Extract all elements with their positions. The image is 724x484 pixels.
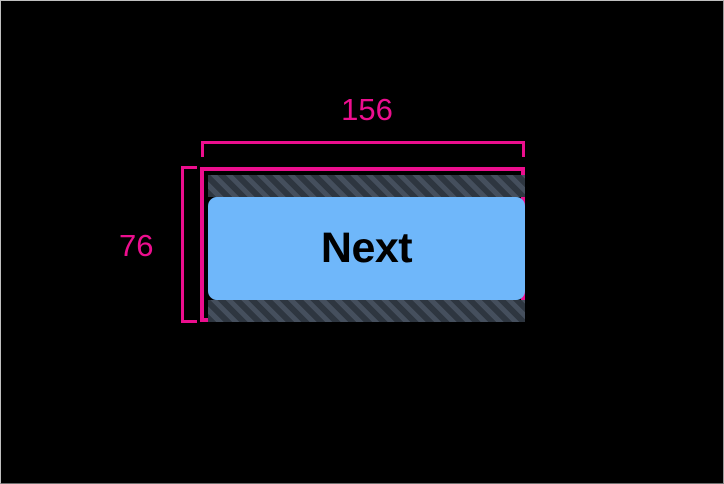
top-padding-hatch — [208, 175, 525, 197]
height-dimension-label: 76 — [119, 228, 154, 263]
next-button[interactable]: Next — [208, 197, 525, 300]
height-dimension-bracket — [181, 166, 197, 323]
element-box-contents: Next — [208, 175, 525, 322]
button-area: Next — [208, 197, 525, 300]
width-dimension-label: 156 — [341, 92, 393, 127]
bottom-padding-hatch — [208, 300, 525, 322]
element-bounding-box: Next — [200, 167, 525, 322]
width-dimension-bracket — [201, 141, 525, 157]
